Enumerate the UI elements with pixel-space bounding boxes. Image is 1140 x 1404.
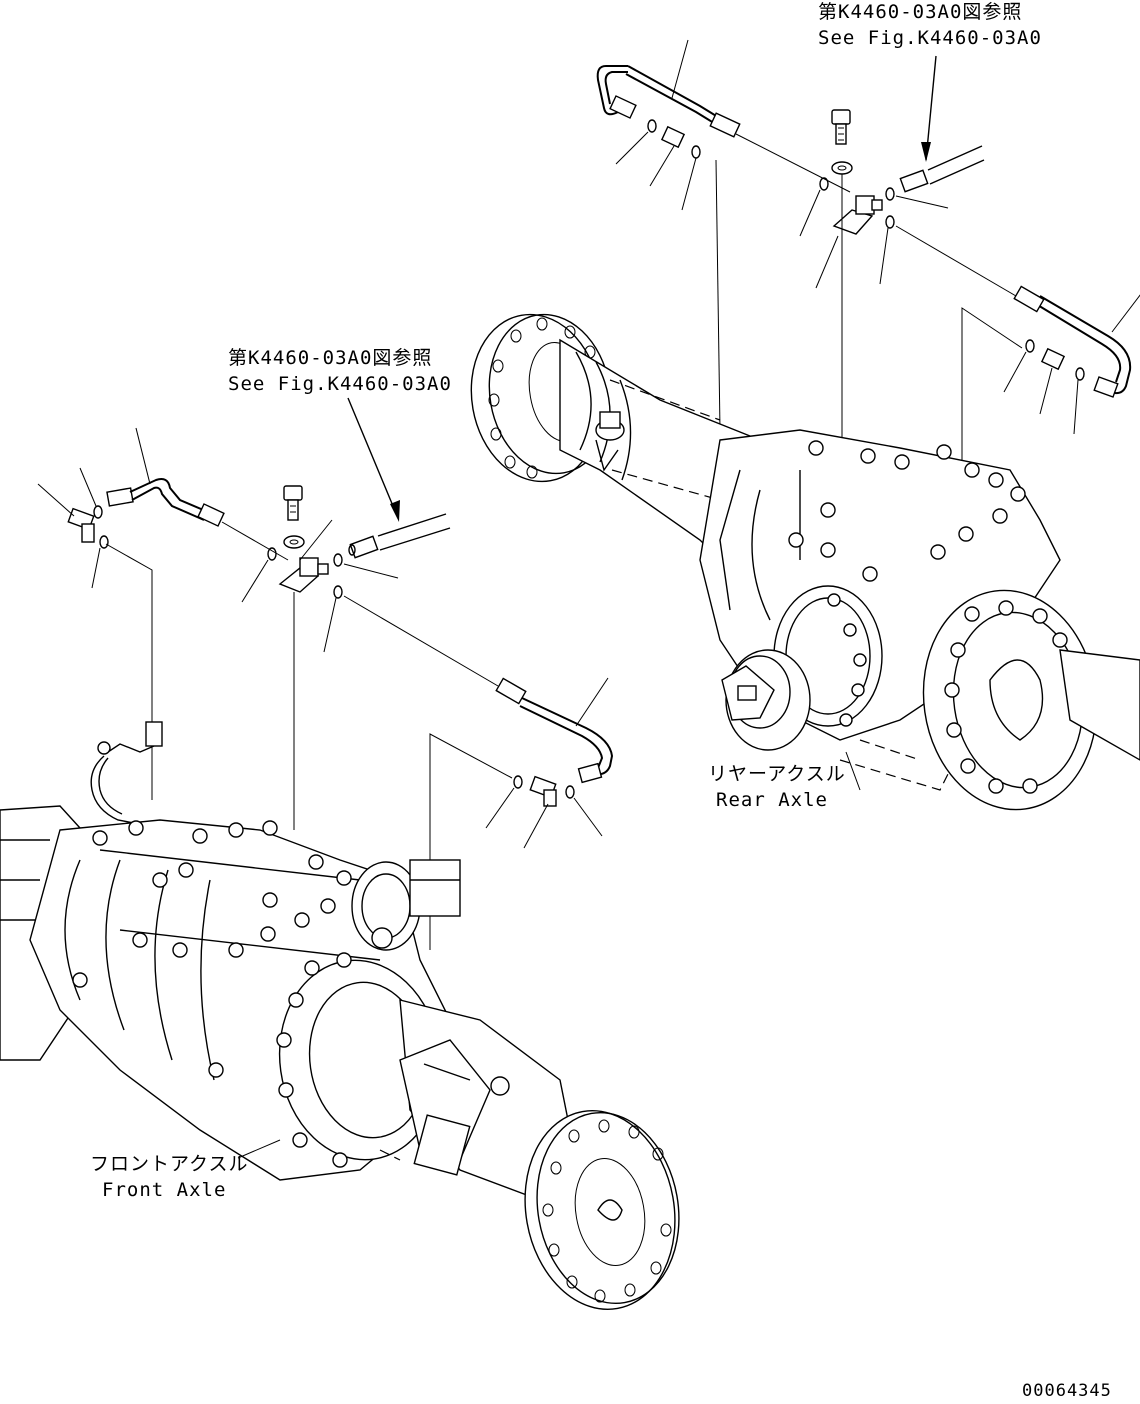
- reference-middle-jp: 第K4460-03A0図参照: [228, 347, 432, 369]
- hose-end-fitting: [106, 487, 134, 507]
- o-ring: [691, 145, 701, 159]
- flange-bolt-holes: [542, 1119, 672, 1303]
- washer: [831, 161, 853, 175]
- o-ring: [885, 215, 895, 229]
- mounting-bolt: [283, 485, 303, 521]
- hose-end-fitting: [609, 95, 741, 138]
- hose-end-fitting: [1013, 285, 1045, 313]
- o-ring: [99, 535, 109, 549]
- tee-block: [832, 195, 883, 235]
- elbow-fitting: [529, 775, 557, 807]
- o-ring: [565, 785, 575, 799]
- hose-adapter: [349, 535, 379, 559]
- o-ring: [333, 553, 343, 567]
- reference-arrow-middle: [347, 397, 400, 522]
- reference-arrow-top: [921, 55, 937, 162]
- reference-top-en: See Fig.K4460-03A0: [818, 27, 1042, 49]
- o-ring: [1075, 367, 1085, 381]
- tee-block: [278, 557, 329, 593]
- breather-fitting: [595, 411, 625, 472]
- hose-end-fitting: [197, 503, 225, 527]
- elbow-fitting: [67, 507, 95, 543]
- rear-axle: [470, 313, 1140, 811]
- o-ring: [333, 585, 343, 599]
- front-input-yoke: [351, 859, 461, 951]
- front-axle-label-jp: フロントアクスル: [90, 1153, 248, 1175]
- front-cover-bolts: [72, 820, 352, 1078]
- flange-bolt-holes: [488, 317, 596, 479]
- o-ring: [348, 544, 356, 556]
- o-ring: [885, 187, 895, 201]
- front-axle-label-en: Front Axle: [102, 1179, 226, 1201]
- hose-adapter: [899, 169, 929, 193]
- union-fitting: [660, 125, 686, 149]
- front-axle-label: フロントアクスル Front Axle: [90, 1153, 248, 1201]
- rear-axle-label-jp: リヤーアクスル: [708, 763, 846, 785]
- hose-end-fitting: [495, 677, 527, 705]
- front-hydraulic-hose-assembly: [37, 427, 614, 950]
- o-ring: [513, 775, 523, 789]
- mounting-bolt: [831, 109, 851, 145]
- o-ring: [819, 177, 829, 191]
- hose-end-fitting: [577, 762, 603, 784]
- rear-axle-label: リヤーアクスル Rear Axle: [708, 763, 846, 811]
- front-wheel-flange: [524, 1109, 680, 1311]
- rear-right-hub: [922, 589, 1140, 811]
- reference-middle-en: See Fig.K4460-03A0: [228, 373, 452, 395]
- reference-middle: 第K4460-03A0図参照 See Fig.K4460-03A0: [228, 347, 452, 395]
- cover-bolts: [788, 440, 1026, 582]
- reference-top-jp: 第K4460-03A0図参照: [818, 1, 1022, 23]
- drawing-number: 00064345: [1022, 1381, 1112, 1401]
- o-ring: [267, 547, 277, 561]
- sensor-harness: [90, 721, 163, 827]
- o-ring: [647, 119, 657, 133]
- input-yoke: [721, 585, 883, 751]
- o-ring: [1025, 339, 1035, 353]
- reference-top: 第K4460-03A0図参照 See Fig.K4460-03A0: [818, 1, 1042, 49]
- o-ring: [93, 505, 103, 519]
- front-axle: [0, 721, 680, 1311]
- washer: [283, 535, 305, 549]
- rear-axle-label-en: Rear Axle: [716, 789, 828, 811]
- hose-end-fitting: [1093, 376, 1119, 398]
- union-fitting: [1040, 347, 1066, 371]
